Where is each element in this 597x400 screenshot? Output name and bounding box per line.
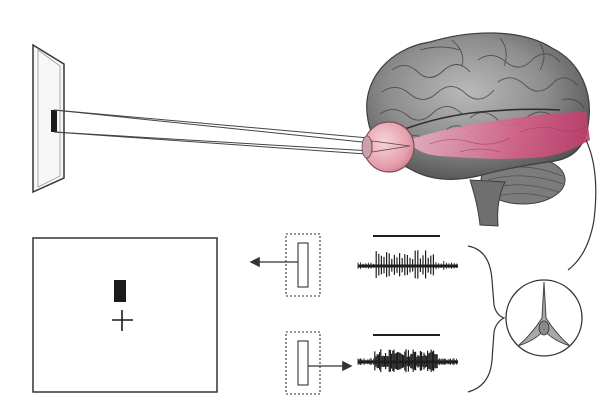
recording-connector	[568, 140, 596, 270]
stimulus-bar	[114, 280, 126, 302]
receptive-field-bottom	[286, 332, 350, 394]
stimulus-monitor	[33, 238, 217, 392]
pyramidal-neuron-icon	[506, 280, 582, 356]
response-bracket	[468, 246, 504, 392]
eye-lens	[362, 136, 372, 158]
spike-train-bottom	[358, 335, 458, 372]
sight-lines	[54, 110, 380, 155]
stimulus-bar-on-screen	[51, 110, 57, 132]
bar-stimulus-bottom	[298, 341, 308, 385]
brainstem	[470, 180, 505, 226]
projection-screen	[33, 45, 64, 192]
bar-stimulus-top	[298, 243, 308, 287]
spike-train-top	[358, 236, 458, 279]
receptive-field-top	[252, 234, 320, 296]
